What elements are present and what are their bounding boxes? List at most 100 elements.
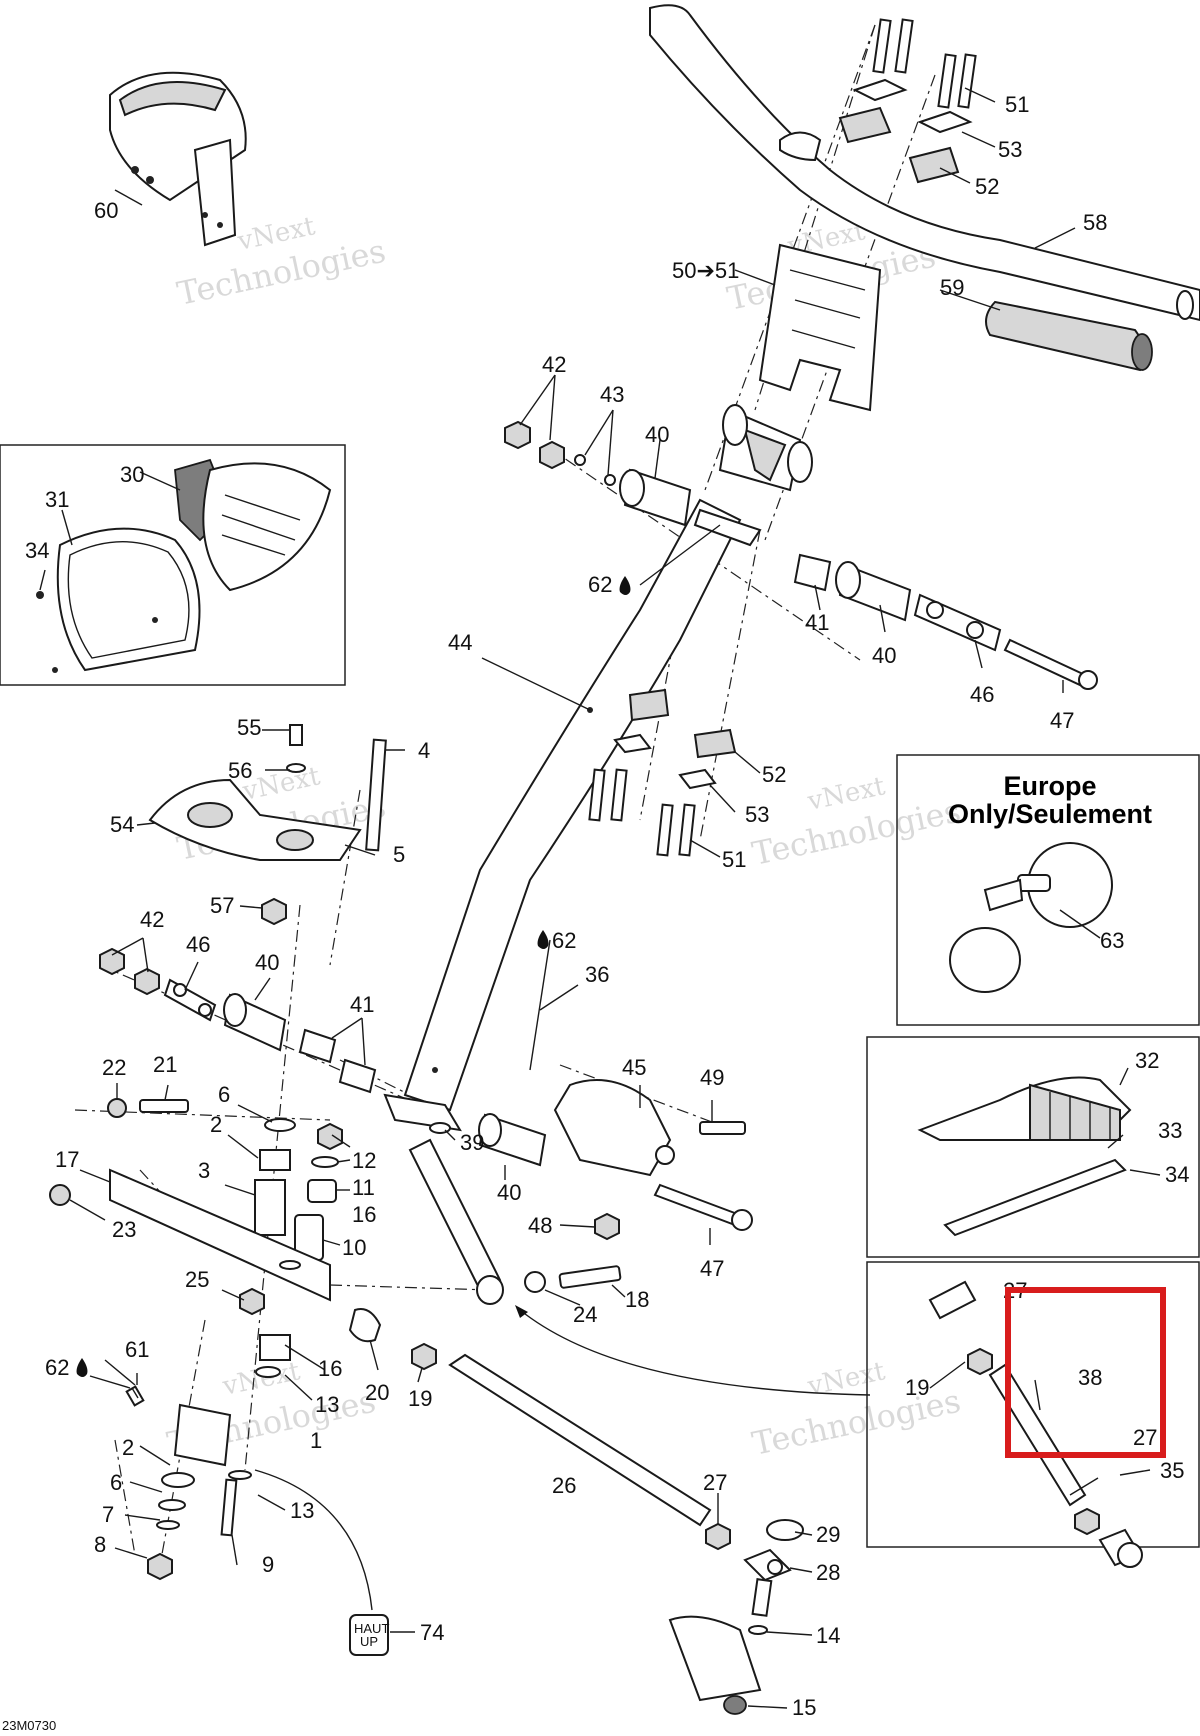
callout-56: 56 bbox=[228, 758, 252, 783]
europe-inset bbox=[949, 842, 1113, 993]
handlebar-pad bbox=[109, 71, 247, 247]
callout-35: 35 bbox=[1160, 1458, 1184, 1483]
callout-29: 29 bbox=[816, 1522, 840, 1547]
callout-19: 19 bbox=[905, 1375, 929, 1400]
callout-49: 49 bbox=[700, 1065, 724, 1090]
tie-rod-inset bbox=[928, 1280, 1143, 1568]
bracket-54 bbox=[148, 724, 387, 926]
callout-18: 18 bbox=[625, 1287, 649, 1312]
leader-lines bbox=[39, 87, 1161, 1709]
steering-column bbox=[383, 404, 813, 1132]
callout-27: 27 bbox=[703, 1470, 727, 1495]
callout-27: 27 bbox=[1133, 1425, 1157, 1450]
callout-31: 31 bbox=[45, 487, 69, 512]
callout-57: 57 bbox=[210, 893, 234, 918]
callout-62: 62 bbox=[552, 928, 576, 953]
callout-63: 63 bbox=[1100, 928, 1124, 953]
callout-38: 38 bbox=[1078, 1365, 1102, 1390]
callout-4: 4 bbox=[418, 738, 430, 763]
callout-2: 2 bbox=[122, 1435, 134, 1460]
oil-drop-icon bbox=[76, 1358, 88, 1377]
callout-40: 40 bbox=[255, 950, 279, 975]
callout-53: 53 bbox=[998, 137, 1022, 162]
callout-6: 6 bbox=[110, 1470, 122, 1495]
callout-48: 48 bbox=[528, 1213, 552, 1238]
callout-60: 60 bbox=[94, 198, 118, 223]
callout-7: 7 bbox=[102, 1502, 114, 1527]
callout-53: 53 bbox=[745, 802, 769, 827]
callout-62: 62 bbox=[588, 572, 612, 597]
callout-1: 1 bbox=[310, 1428, 322, 1453]
callout-74: 74 bbox=[420, 1620, 444, 1645]
damper-group bbox=[504, 420, 1098, 857]
callout-19: 19 bbox=[408, 1386, 432, 1411]
callout-25: 25 bbox=[185, 1267, 209, 1292]
callout-34: 34 bbox=[1165, 1162, 1189, 1187]
callout-32: 32 bbox=[1135, 1048, 1159, 1073]
tie-rod bbox=[348, 1308, 804, 1715]
callout-45: 45 bbox=[622, 1055, 646, 1080]
callout-16: 16 bbox=[318, 1356, 342, 1381]
callout-5: 5 bbox=[393, 842, 405, 867]
inset-box-europe bbox=[896, 754, 1200, 1026]
inset-box-tie-rod bbox=[866, 1261, 1200, 1548]
callout-13: 13 bbox=[315, 1392, 339, 1417]
callout-58: 58 bbox=[1083, 210, 1107, 235]
watermark-vnext: vNext bbox=[804, 1356, 888, 1402]
watermark-technologies: Technologies bbox=[749, 1382, 964, 1463]
callout-47: 47 bbox=[1050, 708, 1074, 733]
center-lower bbox=[408, 1079, 871, 1396]
callout-39: 39 bbox=[460, 1130, 484, 1155]
europe-subtitle: Only/Seulement bbox=[948, 799, 1152, 829]
callout-10: 10 bbox=[342, 1235, 366, 1260]
boot-inset bbox=[36, 458, 332, 673]
callout-12: 12 bbox=[352, 1148, 376, 1173]
callout-2: 2 bbox=[210, 1112, 222, 1137]
lower-left-stack: HAUT UP bbox=[49, 1098, 389, 1656]
left-linkage bbox=[99, 947, 377, 1094]
inset-box-seal bbox=[866, 1036, 1200, 1258]
callout-42: 42 bbox=[542, 352, 566, 377]
callout-13: 13 bbox=[290, 1498, 314, 1523]
callout-51: 51 bbox=[722, 847, 746, 872]
callout-40: 40 bbox=[497, 1180, 521, 1205]
callout-17: 17 bbox=[55, 1147, 79, 1172]
callout-40: 40 bbox=[645, 422, 669, 447]
callout-15: 15 bbox=[792, 1695, 816, 1720]
callout-42: 42 bbox=[140, 907, 164, 932]
callout-46: 46 bbox=[186, 932, 210, 957]
callout-62: 62 bbox=[45, 1355, 69, 1380]
callout-50-51: 50➔51 bbox=[672, 258, 739, 283]
callout-14: 14 bbox=[816, 1623, 840, 1648]
callout-3: 3 bbox=[198, 1158, 210, 1183]
callout-16: 16 bbox=[352, 1202, 376, 1227]
drawing-code: 23M0730 bbox=[2, 1718, 56, 1733]
oil-drop-icon bbox=[537, 930, 549, 949]
callout-51: 51 bbox=[1005, 92, 1029, 117]
callout-33: 33 bbox=[1158, 1118, 1182, 1143]
callout-44: 44 bbox=[448, 630, 472, 655]
callout-54: 54 bbox=[110, 812, 134, 837]
inset-box-boot bbox=[0, 444, 346, 686]
callout-61: 61 bbox=[125, 1337, 149, 1362]
callout-52: 52 bbox=[975, 174, 999, 199]
callout-47: 47 bbox=[700, 1256, 724, 1281]
seal-inset bbox=[917, 1076, 1132, 1237]
callout-52: 52 bbox=[762, 762, 786, 787]
callout-21: 21 bbox=[153, 1052, 177, 1077]
callout-41: 41 bbox=[350, 992, 374, 1017]
callout-59: 59 bbox=[940, 275, 964, 300]
callout-36: 36 bbox=[585, 962, 609, 987]
callout-8: 8 bbox=[94, 1532, 106, 1557]
callout-6: 6 bbox=[218, 1082, 230, 1107]
callout-34: 34 bbox=[25, 538, 49, 563]
callout-26: 26 bbox=[552, 1473, 576, 1498]
europe-title: Europe bbox=[1003, 771, 1096, 801]
callout-41: 41 bbox=[805, 610, 829, 635]
handlebar-assembly bbox=[649, 4, 1200, 412]
callout-30: 30 bbox=[120, 462, 144, 487]
callout-9: 9 bbox=[262, 1552, 274, 1577]
hitch-icon-text-1: HAUT bbox=[354, 1621, 389, 1636]
callout-28: 28 bbox=[816, 1560, 840, 1585]
